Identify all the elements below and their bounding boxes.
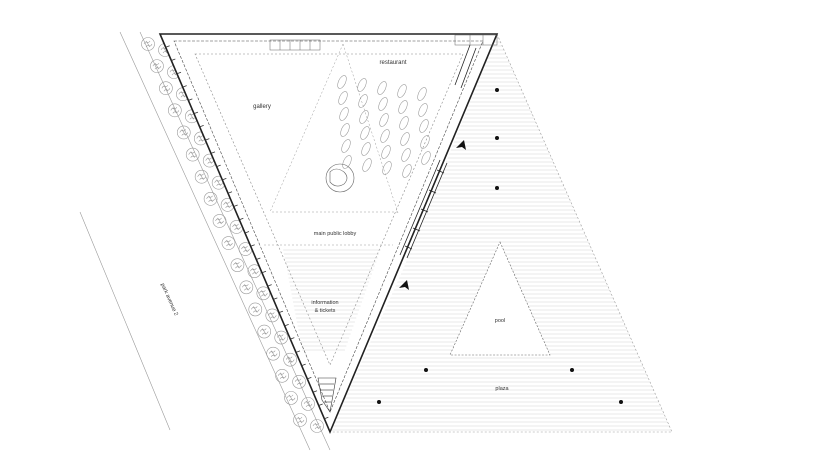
table-icon [382, 161, 392, 175]
tree-icon [293, 413, 307, 427]
left-facade-mullions [165, 45, 329, 420]
pool [449, 241, 551, 356]
table-icon [377, 81, 387, 95]
tree-icon [292, 374, 306, 389]
table-icon [420, 135, 430, 149]
entrance-arrow-lower [399, 280, 409, 290]
table-icon [418, 103, 428, 117]
table-icon [402, 164, 412, 178]
table-icon [341, 139, 351, 153]
atrium-stone [325, 163, 355, 193]
corner-stair [317, 377, 337, 413]
label-tickets: & tickets [315, 308, 336, 314]
label-information: information [311, 300, 338, 306]
tree-icon [230, 258, 245, 272]
label-street: park avenue 2 [159, 282, 179, 316]
tree-icon [275, 368, 289, 383]
tree-icon [283, 352, 297, 367]
tree-icon [141, 37, 155, 51]
tree-icon [239, 280, 254, 295]
table-icon [419, 119, 429, 133]
tree-icon [221, 236, 236, 250]
table-icon [337, 75, 347, 89]
table-icon [359, 110, 369, 124]
tree-icon [266, 346, 280, 361]
table-icon [338, 91, 348, 105]
restaurant-tables [337, 75, 431, 178]
table-icon [357, 78, 367, 92]
table-icon [417, 87, 427, 101]
tree-icon [310, 419, 324, 433]
tree-icon [274, 330, 289, 345]
label-gallery: gallery [253, 104, 271, 110]
table-icon [362, 158, 372, 172]
tree-icon [212, 214, 227, 228]
inner-atrium [194, 53, 464, 366]
plaza-columns [377, 88, 623, 404]
lobby-stairs [283, 249, 381, 351]
tree-icon [256, 286, 271, 301]
label-restaurant: restaurant [379, 60, 406, 66]
table-icon [399, 116, 409, 130]
tree-icon [185, 147, 200, 162]
tree-icon [248, 302, 263, 317]
tree-icon [284, 391, 298, 405]
tree-icon [193, 131, 208, 146]
label-lobby: main public lobby [314, 231, 357, 237]
right-facade-doors [399, 44, 477, 259]
tree-icon [168, 103, 182, 118]
table-icon [380, 129, 390, 143]
table-icon [342, 155, 352, 169]
tree-icon [257, 324, 272, 339]
table-icon [360, 126, 370, 140]
label-pool: pool [495, 318, 505, 324]
table-icon [378, 97, 388, 111]
tree-icon [176, 125, 191, 140]
table-icon [358, 94, 368, 108]
table-icon [401, 148, 411, 162]
top-wall-detail [269, 34, 498, 51]
table-icon [361, 142, 371, 156]
table-icon [379, 113, 389, 127]
table-icon [339, 107, 349, 121]
tree-icon [194, 169, 209, 184]
table-icon [400, 132, 410, 146]
interior-divisions [264, 43, 399, 246]
entrance-arrow-upper [456, 140, 466, 150]
building-inner-wall [173, 40, 484, 413]
table-icon [397, 84, 407, 98]
table-icon [398, 100, 408, 114]
table-icon [340, 123, 350, 137]
table-icon [381, 145, 391, 159]
tree-row [141, 37, 324, 433]
label-plaza: plaza [495, 386, 509, 392]
tree-icon [203, 192, 218, 206]
tree-icon [301, 397, 315, 411]
tree-icon [150, 59, 164, 73]
tree-icon [265, 308, 280, 323]
entrance-arrows [399, 140, 466, 290]
tree-icon [159, 81, 173, 96]
table-icon [421, 151, 431, 165]
